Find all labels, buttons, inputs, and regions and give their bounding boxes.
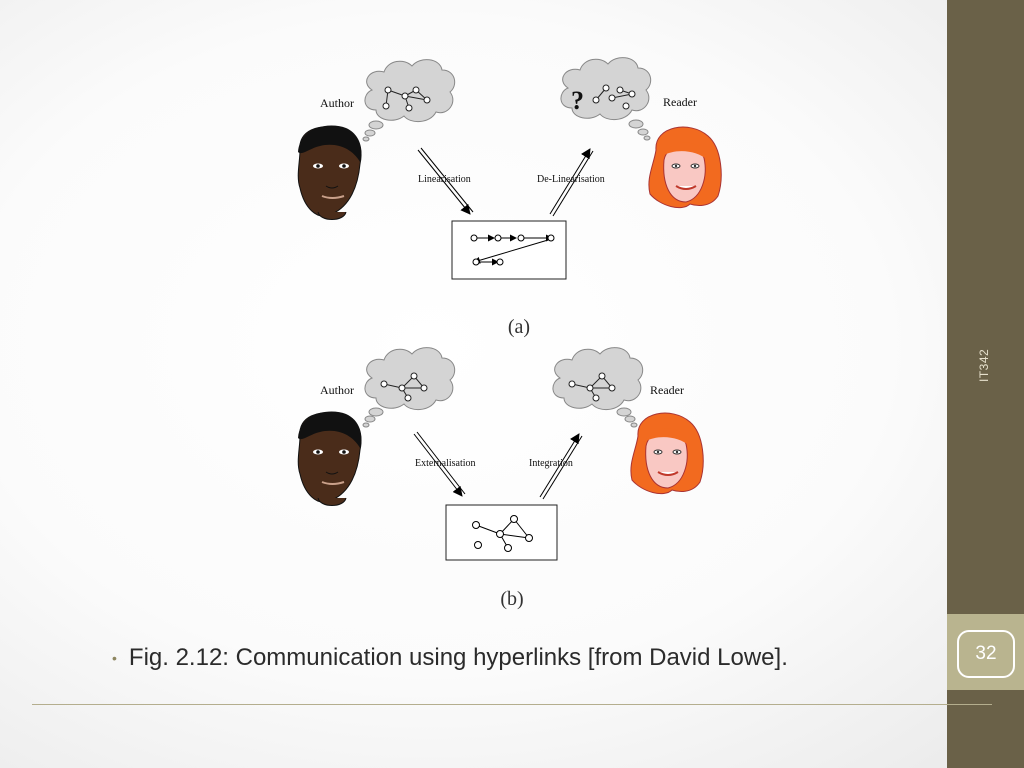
reader-thought-cloud-b [552, 347, 644, 428]
linearisation-arrow [417, 147, 474, 215]
page-number-frame [957, 630, 1015, 678]
bullet-marker: • [112, 650, 117, 666]
bottom-divider [32, 704, 992, 705]
figure-b-sublabel: (b) [500, 588, 523, 610]
integration-arrow [539, 433, 583, 500]
figure-caption: Fig. 2.12: Communication using hyperlink… [128, 644, 788, 671]
hyperlinked-document-box [445, 504, 558, 561]
caption-bullet-item: • Fig. 2.12: Communication using hyperli… [112, 641, 788, 675]
hyperlink-communication-diagram: Author Reader ? [297, 57, 722, 610]
delinearisation-arrow [549, 148, 594, 217]
author-label-a: Author [320, 96, 354, 110]
delinearisation-label: De-Linearisation [537, 174, 605, 185]
author-thought-cloud-a [362, 59, 456, 142]
linearisation-label: Linearisation [418, 174, 471, 185]
integration-label: Integration [529, 458, 573, 469]
reader-label-a: Reader [663, 95, 697, 109]
author-label-b: Author [320, 383, 354, 397]
figure-a: Author Reader ? [297, 57, 722, 338]
figure-a-sublabel: (a) [508, 316, 530, 338]
author-thought-cloud-b [362, 347, 456, 428]
externalisation-arrow [413, 431, 466, 497]
reader-thought-cloud-a: ? [560, 57, 652, 141]
course-code-label: IT342 [977, 348, 991, 382]
figure-b: Author Reader [297, 347, 704, 610]
question-mark: ? [571, 86, 584, 115]
page-number: 32 [975, 643, 997, 664]
author-face-a [297, 125, 362, 220]
author-face-b [297, 411, 362, 506]
linear-document-box [451, 220, 567, 280]
reader-label-b: Reader [650, 383, 684, 397]
externalisation-label: Externalisation [415, 458, 476, 469]
reader-face-a [648, 126, 722, 209]
reader-face-b [630, 412, 704, 495]
